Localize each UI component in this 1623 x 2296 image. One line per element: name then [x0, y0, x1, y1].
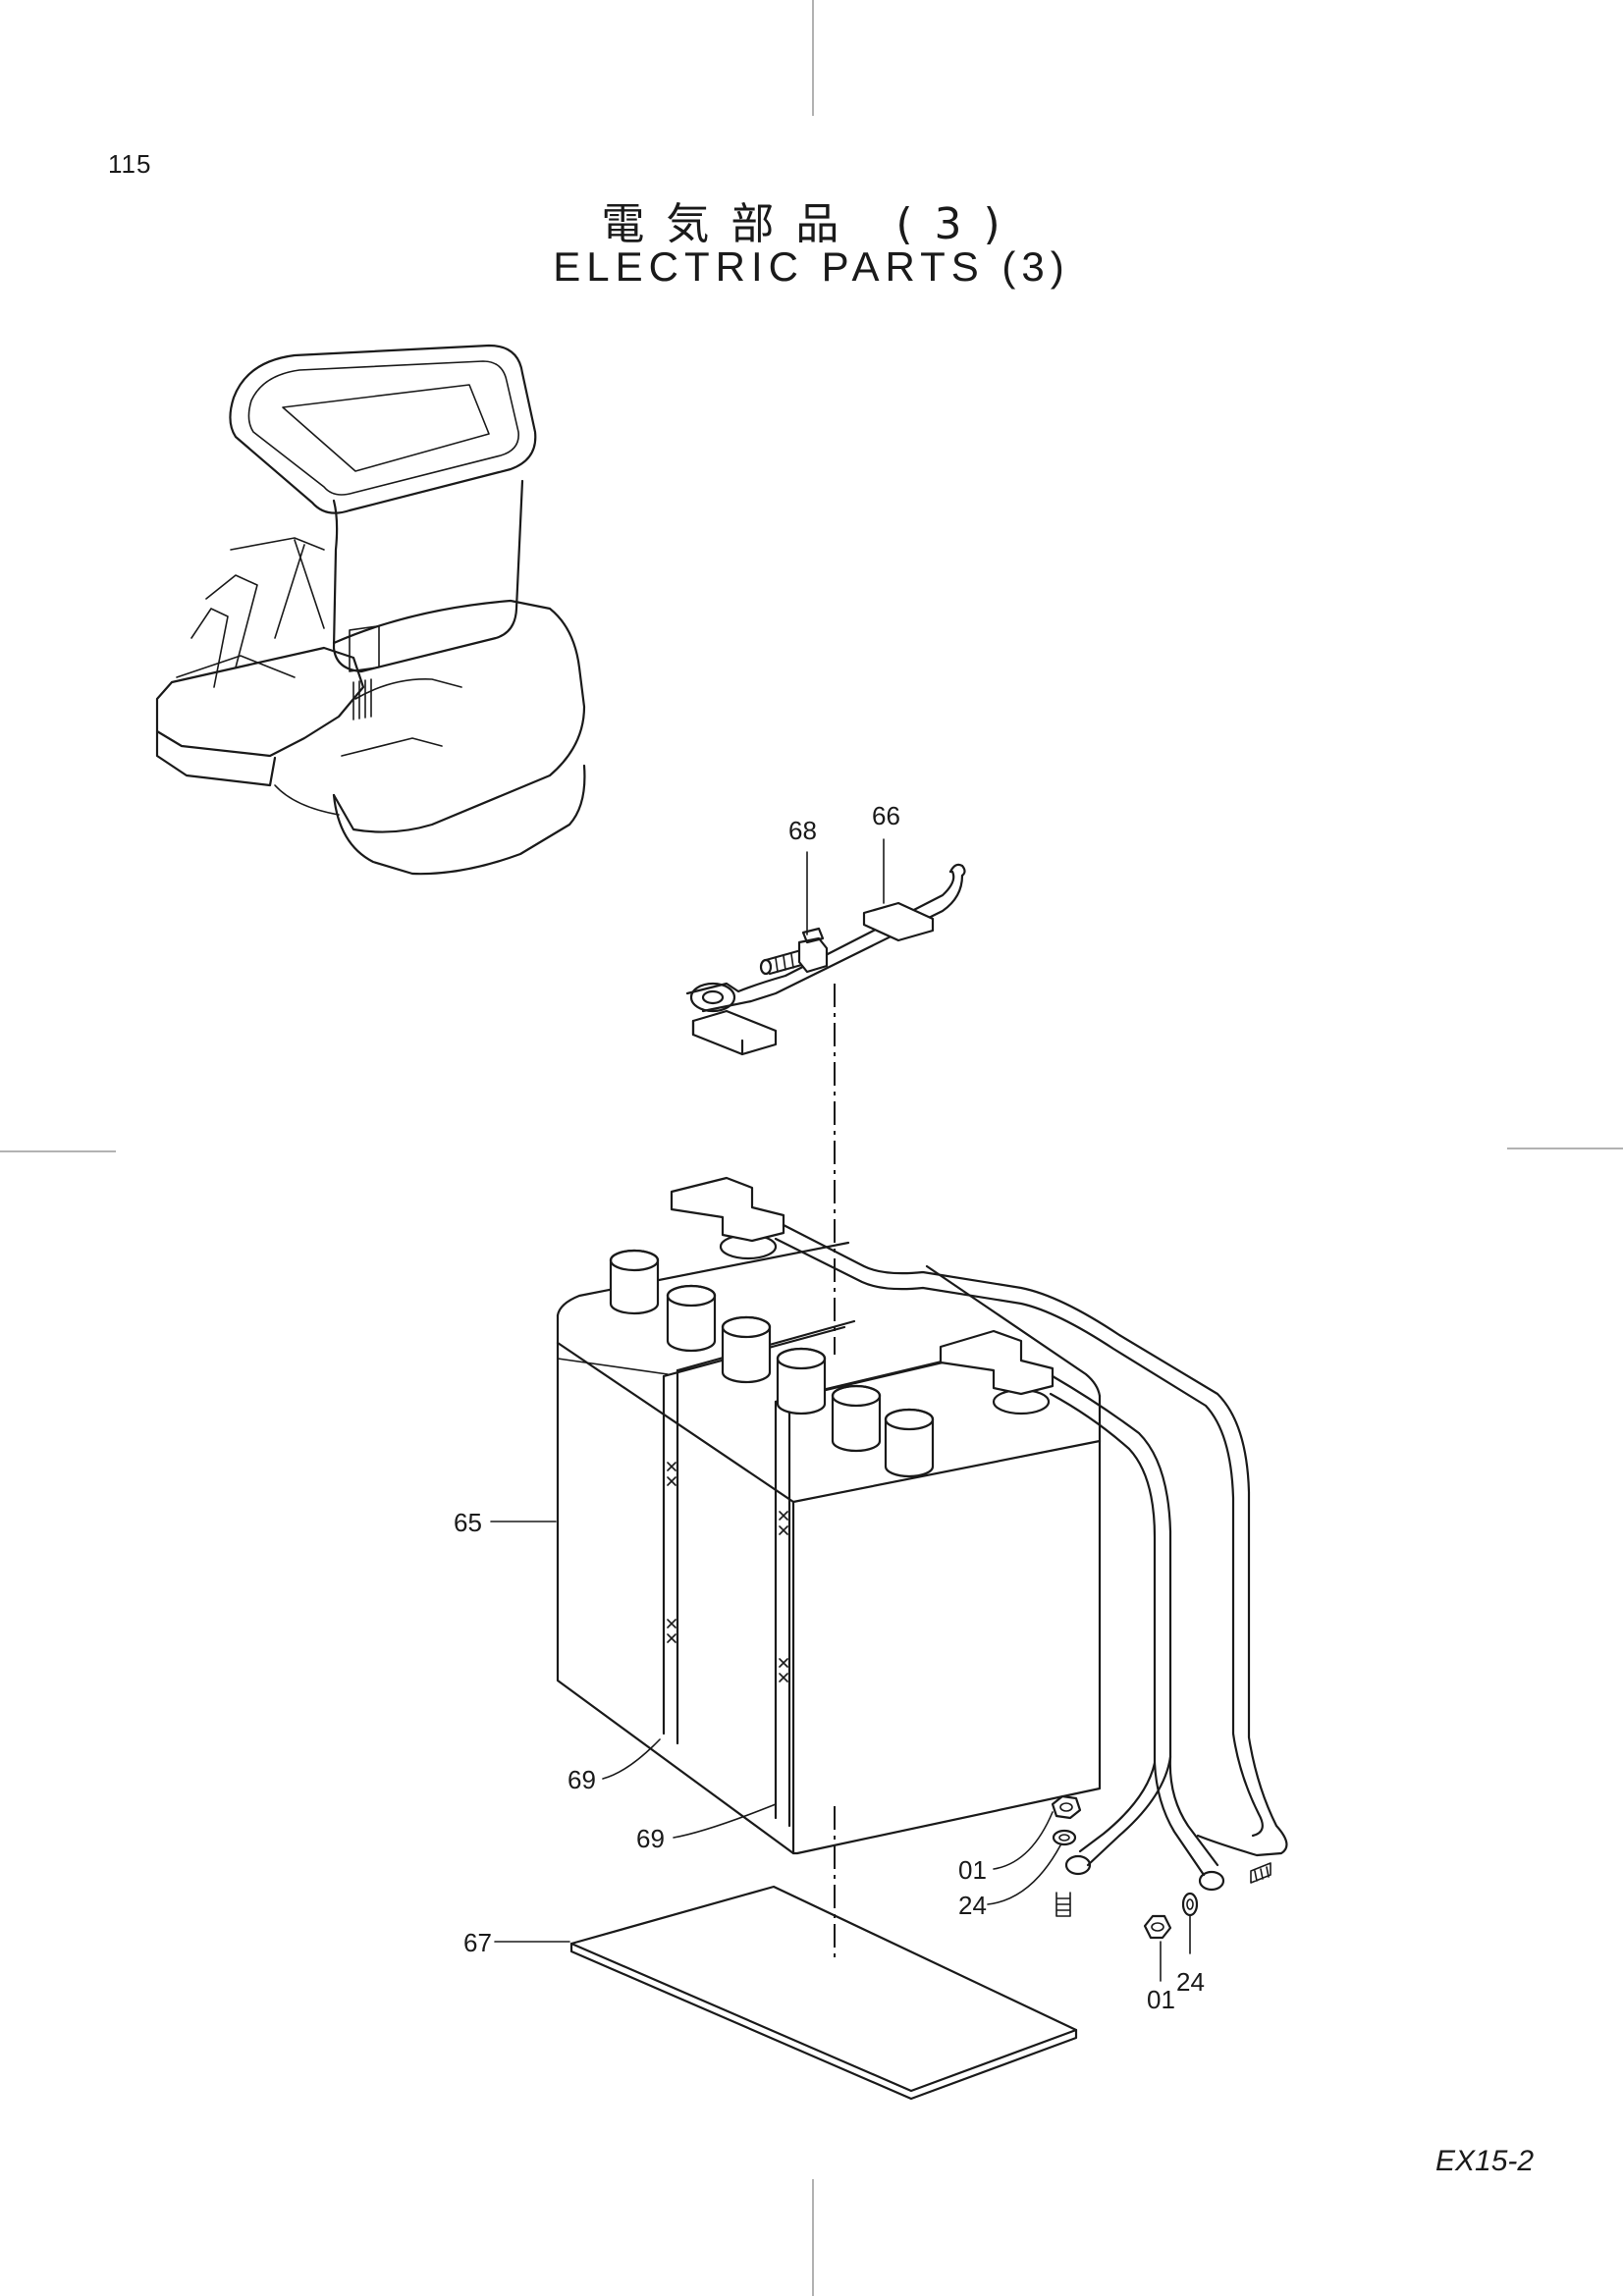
washer-24-right [1181, 1892, 1199, 1917]
callout-24-left: 24 [958, 1891, 987, 1920]
battery-bracket-66 [685, 863, 966, 1056]
callout-66: 66 [872, 801, 900, 830]
battery-cables [774, 1223, 1288, 1917]
callout-69-lower: 69 [636, 1824, 665, 1853]
machine-overview-illustration [155, 344, 586, 876]
callout-labels: 68 66 65 69 69 67 01 24 01 24 [454, 801, 1205, 2014]
battery-65 [556, 1176, 1102, 1855]
bolt-68 [759, 927, 829, 976]
callout-67: 67 [463, 1928, 492, 1957]
callout-01-right: 01 [1147, 1985, 1175, 2014]
washer-24-left [1052, 1829, 1077, 1846]
document-code: EX15-2 [1435, 2145, 1535, 2177]
nut-01-right [1143, 1914, 1172, 1940]
callout-65: 65 [454, 1508, 482, 1537]
battery-mat-67 [569, 1885, 1078, 2101]
callout-01-left: 01 [958, 1855, 987, 1885]
battery-cell-caps [609, 1249, 935, 1478]
battery-terminals [670, 1176, 1055, 1415]
page-title-japanese: 電気部品 (3) [601, 199, 1022, 249]
callout-68: 68 [788, 816, 817, 845]
leader-lines [490, 838, 1191, 1982]
nut-01-left [1051, 1794, 1082, 1820]
callout-69-upper: 69 [568, 1765, 596, 1794]
page-number: 115 [108, 149, 152, 179]
callout-24-right: 24 [1176, 1967, 1205, 1997]
page-title-english: ELECTRIC PARTS (3) [553, 243, 1070, 290]
